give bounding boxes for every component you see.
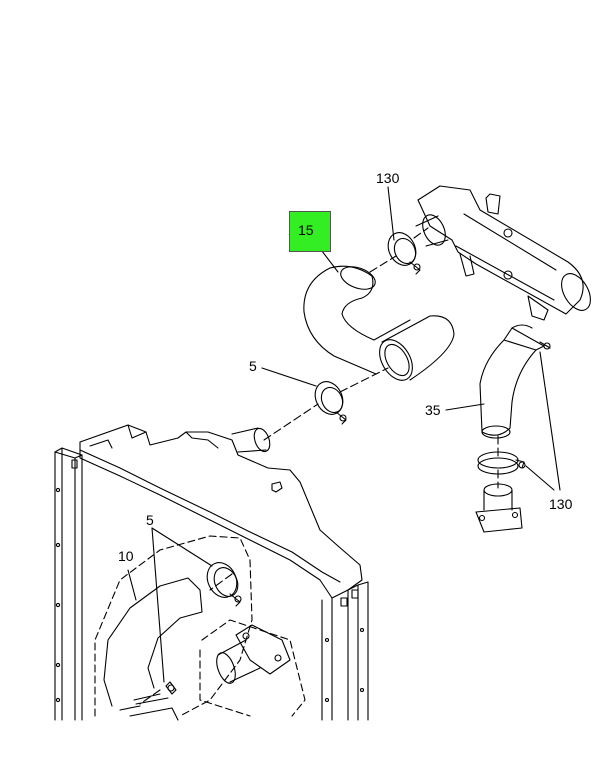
callout-clamp-mid: 5 [249,358,257,374]
clamp-mid [314,381,347,425]
hose-upper [303,265,455,381]
callout-hose-right: 35 [425,402,441,418]
hose-right [479,324,551,439]
leader-lines [127,186,561,683]
clamp-top [387,232,421,275]
callout-right-clamps: 130 [549,496,573,512]
thermostat-housing [415,185,591,321]
callout-clamp-top: 130 [376,170,400,186]
radiator-assembly [54,424,369,721]
callout-hose-lower: 10 [118,548,134,564]
alignment-lines [139,227,499,705]
hose-lower [103,577,203,721]
callout-clamp-lower: 5 [146,512,154,528]
callout-hose-upper[interactable]: 15 [298,222,314,238]
highlighted-callout-hose-upper[interactable]: 15 [289,211,331,252]
clamp-right-lower [475,451,526,533]
clamp-lower [165,562,242,695]
